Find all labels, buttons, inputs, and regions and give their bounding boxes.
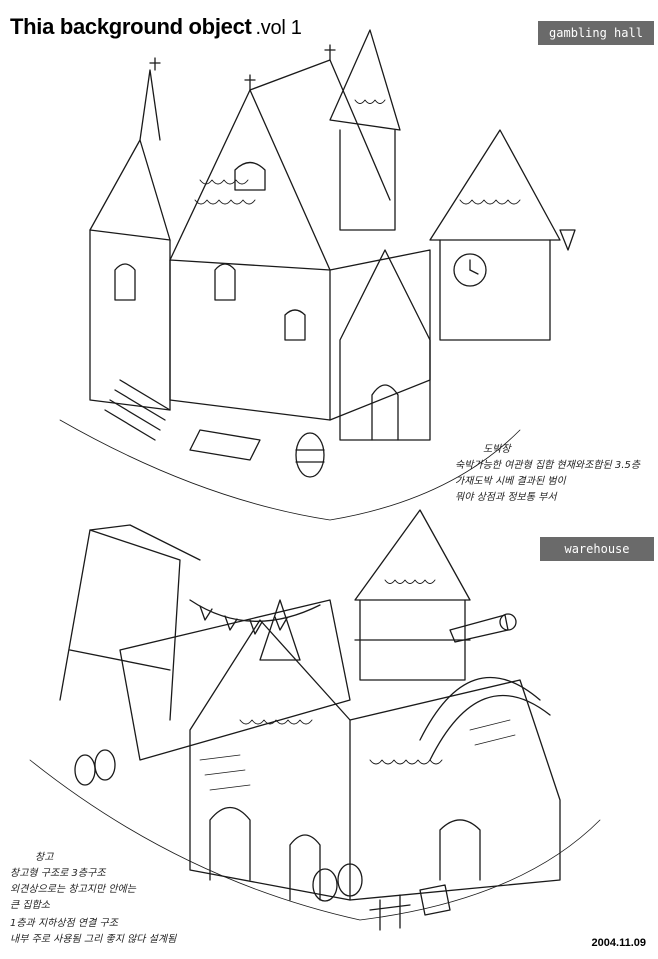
note-bottom-line5: 내부 주로 사용됨 그리 좋지 않다 설계됨: [10, 934, 177, 945]
note-top-line1: 숙박가능한 여관형 집합 현재와조합된 3.5층: [455, 460, 641, 471]
note-bottom-line4: 1층과 지하상점 연결 구조: [10, 918, 118, 929]
note-bottom-line2: 외견상으로는 창고지만 안에는: [10, 884, 136, 895]
note-bottom-line3: 큰 집합소: [10, 900, 50, 911]
note-heading-top: 도박장: [483, 444, 511, 455]
title-volume: .vol 1: [255, 17, 302, 39]
section-label-gambling-hall: gambling hall: [538, 21, 654, 45]
section-label-warehouse: warehouse: [540, 537, 654, 561]
note-top-line2: 가재도박 시베 결과된 범이: [455, 476, 566, 487]
title-text: Thia background object: [10, 14, 252, 39]
date-stamp: 2004.11.09: [591, 937, 646, 949]
note-heading-bottom: 창고: [35, 852, 54, 863]
note-top-line3: 뭐야 상점과 정보통 부서: [455, 492, 557, 503]
page-title: Thia background object.vol 1: [10, 14, 302, 40]
note-bottom-line1: 창고형 구조로 3층구조: [10, 868, 106, 879]
